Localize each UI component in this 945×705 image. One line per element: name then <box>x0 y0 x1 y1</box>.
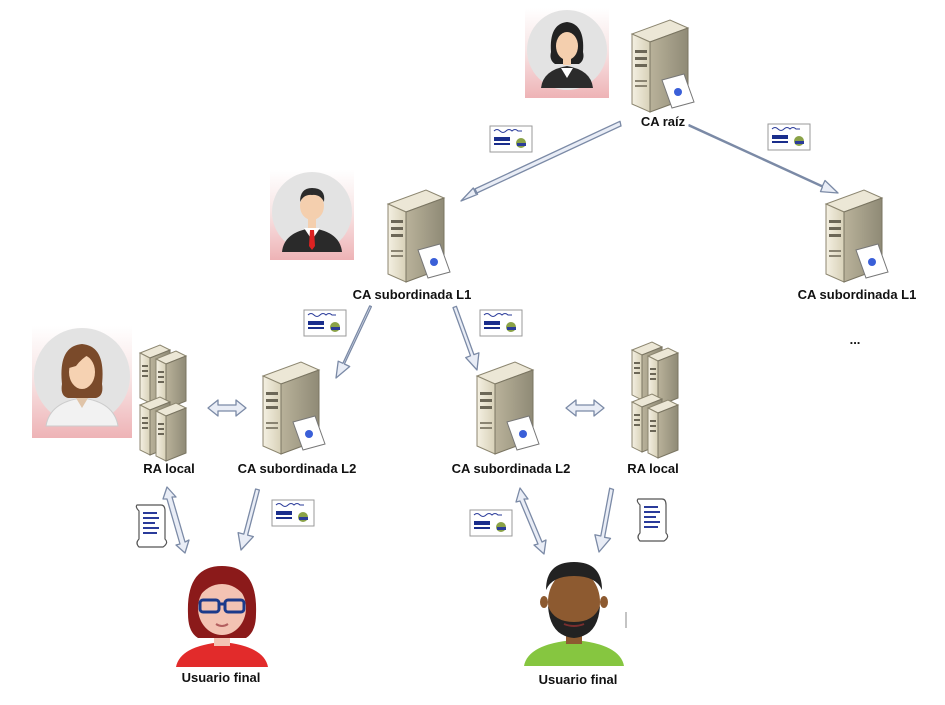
ellipsis-label: ... <box>849 332 861 347</box>
server-icon <box>387 189 451 283</box>
request-scroll-icon <box>636 498 669 542</box>
arrow-root-to-l1-left <box>460 120 622 202</box>
person-avatar-icon <box>32 326 132 438</box>
arrow-l2-to-user-left <box>237 488 261 551</box>
server-icon <box>262 361 326 455</box>
sub-ca-l1-right-label: CA subordinada L1 <box>797 287 917 302</box>
person-avatar-icon <box>270 170 354 260</box>
end-user-left-label: Usuario final <box>181 670 261 685</box>
double-arrows <box>162 399 605 555</box>
sub-ca-l2-left-label: CA subordinada L2 <box>237 461 357 476</box>
person-avatar-icon <box>176 566 268 667</box>
request-scroll-icon <box>135 504 168 548</box>
arrow-ra-to-user-right <box>594 487 615 553</box>
double-arrow-ra-ca-left <box>207 399 247 417</box>
ra-local-right-label: RA local <box>627 461 679 476</box>
sub-ca-l1-left-label: CA subordinada L1 <box>352 287 472 302</box>
arrow-l1-to-l2-left <box>335 305 373 379</box>
certificate-icon <box>489 125 533 153</box>
server-icon <box>825 189 889 283</box>
root-ca-label: CA raíz <box>640 114 686 129</box>
person-avatar-icon <box>524 562 624 666</box>
double-arrow-ca-user-right <box>515 487 547 555</box>
server-icon <box>476 361 540 455</box>
certificate-icon <box>479 309 523 337</box>
end-user-right-label: Usuario final <box>538 672 618 687</box>
arrow-root-to-l1-right <box>688 124 839 194</box>
server-cluster-icon <box>631 341 679 459</box>
certificate-icon <box>469 509 513 537</box>
server-cluster-icon <box>139 344 187 462</box>
server-icon <box>631 19 695 113</box>
double-arrow-ra-user-left <box>162 486 190 554</box>
arrows <box>237 120 839 553</box>
certificate-icon <box>271 499 315 527</box>
certificate-icon <box>303 309 347 337</box>
certificate-icon <box>767 123 811 151</box>
sub-ca-l2-right-label: CA subordinada L2 <box>451 461 571 476</box>
double-arrow-ca-ra-right <box>565 399 605 417</box>
ra-local-left-label: RA local <box>143 461 195 476</box>
person-avatar-icon <box>525 8 609 98</box>
arrow-l1-to-l2-right <box>452 305 480 371</box>
